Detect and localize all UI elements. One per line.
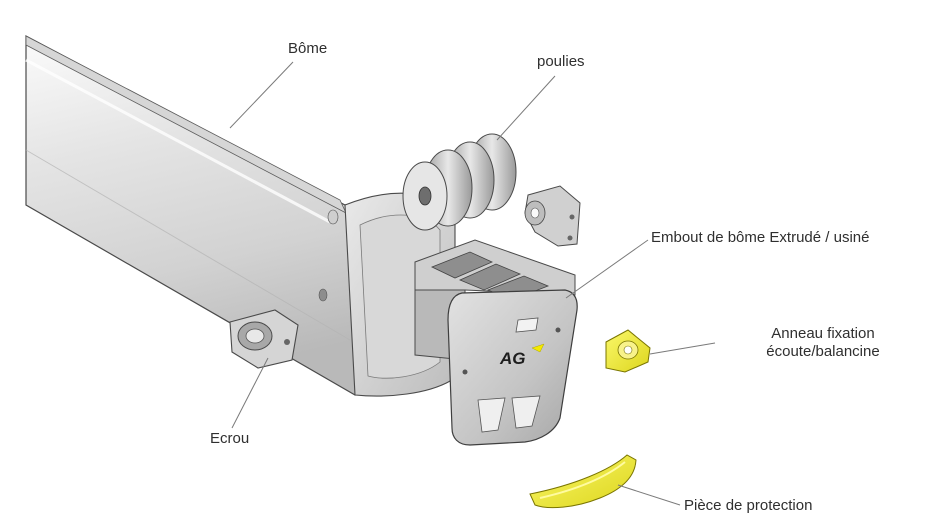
logo-accent-mark — [531, 343, 545, 353]
leader-anneau — [649, 342, 716, 355]
label-ecrou: Ecrou — [210, 430, 250, 447]
ecrou-nut — [229, 309, 299, 369]
leader-poulies — [496, 75, 556, 141]
leader-protection — [617, 484, 681, 506]
leader-bome — [229, 61, 294, 129]
leader-lines — [229, 61, 716, 506]
ag-logo: AG — [499, 349, 526, 368]
embout-end-fitting — [414, 239, 578, 446]
poulies-pulleys — [402, 133, 517, 231]
pulley-bracket — [524, 185, 581, 247]
label-protection: Pièce de protection — [684, 497, 813, 514]
label-anneau: Anneau fixation écoute/balancine — [748, 325, 898, 361]
piece-protection-part — [529, 454, 637, 509]
label-anneau-line2: écoute/balancine — [766, 343, 880, 360]
label-bome: Bôme — [288, 40, 328, 57]
anneau-fixation-part — [605, 329, 651, 373]
leader-ecrou — [231, 357, 269, 429]
label-embout: Embout de bôme Extrudé / usiné — [651, 229, 870, 246]
label-anneau-line1: Anneau fixation — [771, 325, 875, 342]
leader-embout — [565, 239, 649, 299]
label-poulies: poulies — [537, 53, 585, 70]
